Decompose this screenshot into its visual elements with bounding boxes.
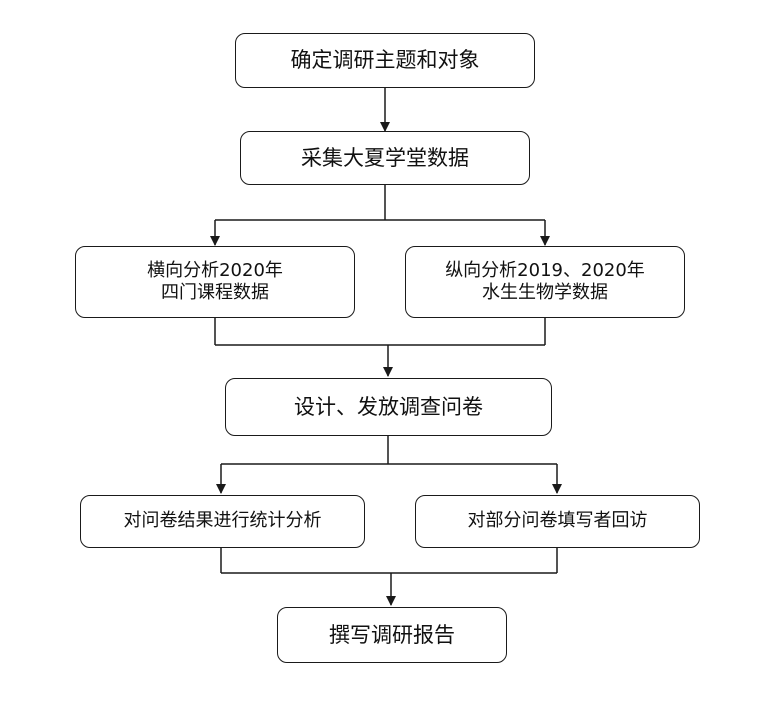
step-statistical-analysis-label: 对问卷结果进行统计分析 — [123, 510, 322, 532]
step-vertical-analysis-line2: 水生生物学数据 — [482, 282, 608, 303]
step-define-topic: 确定调研主题和对象 — [235, 33, 535, 88]
step-horizontal-analysis-line2: 四门课程数据 — [161, 282, 269, 303]
step-collect-data-label: 采集大夏学堂数据 — [301, 145, 469, 170]
step-vertical-analysis: 纵向分析2019、2020年 水生生物学数据 — [405, 246, 685, 318]
step-follow-up-visit-label: 对部分问卷填写者回访 — [467, 510, 648, 532]
step-questionnaire: 设计、发放调查问卷 — [225, 378, 552, 436]
step-follow-up-visit: 对部分问卷填写者回访 — [415, 495, 700, 548]
step-questionnaire-label: 设计、发放调查问卷 — [294, 394, 483, 419]
step-horizontal-analysis-line1: 横向分析2020年 — [147, 259, 283, 281]
step-statistical-analysis: 对问卷结果进行统计分析 — [80, 495, 365, 548]
step-vertical-analysis-line1: 纵向分析2019、2020年 — [445, 259, 645, 281]
step-define-topic-label: 确定调研主题和对象 — [290, 48, 480, 73]
step-horizontal-analysis: 横向分析2020年 四门课程数据 — [75, 246, 355, 318]
step-write-report-label: 撰写调研报告 — [329, 622, 455, 647]
step-write-report: 撰写调研报告 — [277, 607, 507, 663]
step-collect-data: 采集大夏学堂数据 — [240, 131, 530, 185]
